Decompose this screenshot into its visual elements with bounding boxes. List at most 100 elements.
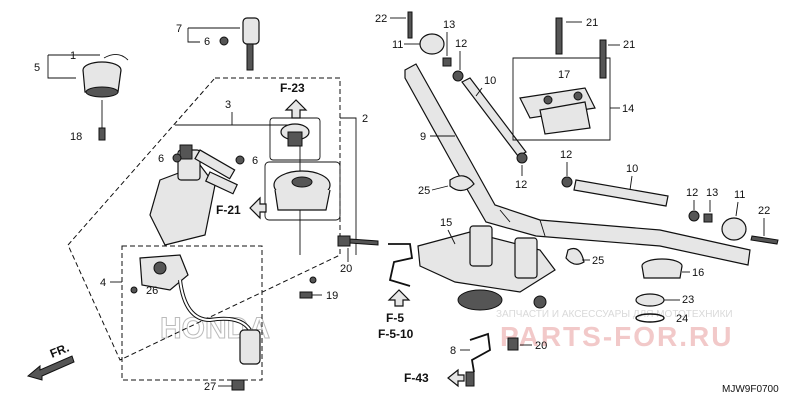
label-4: 4 [100,277,106,289]
bolt-f43 [465,371,475,387]
ref-f5: F-5 [386,311,404,325]
cover-assembly [273,170,331,211]
bolt-21b [599,39,607,79]
leader-10b [629,175,633,191]
label-5: 5 [34,62,40,74]
wire-bracket [388,243,414,287]
nut-23 [635,293,665,307]
label-12c: 12 [560,149,572,161]
bolt-22b [750,235,779,245]
label-8: 8 [450,345,456,357]
bolt-18 [98,127,106,141]
ref-f23: F-23 [280,81,305,95]
rod-10b [573,179,669,207]
label-10b: 10 [626,163,638,175]
bolt-20b [507,337,519,351]
screw-19 [299,291,313,299]
nut-12b [516,152,528,164]
label-25b: 25 [592,255,604,267]
bolt-21a [555,17,563,55]
switch-collar [82,61,122,98]
label-19: 19 [326,290,338,302]
label-15: 15 [440,217,452,229]
label-6b: 6 [158,153,164,165]
cover-box [264,161,341,221]
leader-11b [735,201,739,217]
label-20a: 20 [340,263,352,275]
watermark-large: PARTS-FOR.RU [500,321,733,352]
leader-15 [447,229,456,245]
box-4-outline [121,245,263,381]
label-16: 16 [692,267,704,279]
label-21b: 21 [623,39,635,51]
handlebar-clamp [519,87,596,135]
ref-f510: F-5-10 [378,327,414,341]
screw-6c [235,155,245,165]
leader-7 [187,27,240,43]
label-22a: 22 [375,13,387,25]
weight-11b [721,217,747,241]
clip-25a [449,175,475,192]
rod-10a [461,77,527,157]
nut-12d [688,210,700,222]
label-21a: 21 [586,17,598,29]
label-23: 23 [682,294,694,306]
label-12a: 12 [455,38,467,50]
leader-10a [475,87,483,97]
label-25a: 25 [418,185,430,197]
screw-26 [130,286,138,294]
label-13a: 13 [443,19,455,31]
bolt-20a [337,235,379,247]
ref-f43: F-43 [404,371,429,385]
clip-1 [103,54,129,61]
label-26: 26 [146,285,158,297]
label-24: 24 [676,313,688,325]
grommet [309,276,317,284]
ref-f21: F-21 [216,203,241,217]
leader-5 [47,54,100,79]
label-18: 18 [70,131,82,143]
arrow-f5 [387,289,411,307]
connector [239,329,261,365]
bracket-8 [469,332,491,373]
clip-27 [231,379,245,391]
label-13b: 13 [706,187,718,199]
label-20b: 20 [535,340,547,352]
label-12b: 12 [515,179,527,191]
watermark-small: ЗАПЧАСТИ И АКСЕССУАРЫ ДЛЯ МОТОТЕХНИКИ [496,309,733,320]
left-group-outline [67,77,341,361]
label-17: 17 [558,69,570,81]
collar-13b [703,213,713,223]
screw-6b [172,153,182,163]
arrow-f23 [284,99,308,119]
arrow-f21 [249,196,267,220]
label-1: 1 [70,50,76,62]
label-11a: 11 [392,39,403,51]
label-22b: 22 [758,205,770,217]
label-10a: 10 [484,75,496,87]
clip-25b [565,247,585,265]
bracket-2 [340,117,357,255]
fuel-cap-lock [280,123,310,147]
handlebar-marks [499,209,546,237]
ignition-switch [149,144,238,246]
bolt-22a [407,11,413,39]
screw-6a [219,36,229,46]
front-arrow [26,355,75,381]
leader-25a [431,185,449,191]
label-9: 9 [420,131,426,143]
arrow-f43 [447,368,465,388]
cable-core [179,279,251,331]
label-2: 2 [362,113,368,125]
nut-12c [561,176,573,188]
label-6a: 6 [204,36,210,48]
front-label: FR. [48,341,71,361]
box-14 [512,57,611,141]
label-6c: 6 [252,155,258,167]
cap-box [269,117,321,161]
steering-stem-nut [641,258,683,279]
washer-24 [635,313,665,323]
top-bridge [417,225,556,311]
